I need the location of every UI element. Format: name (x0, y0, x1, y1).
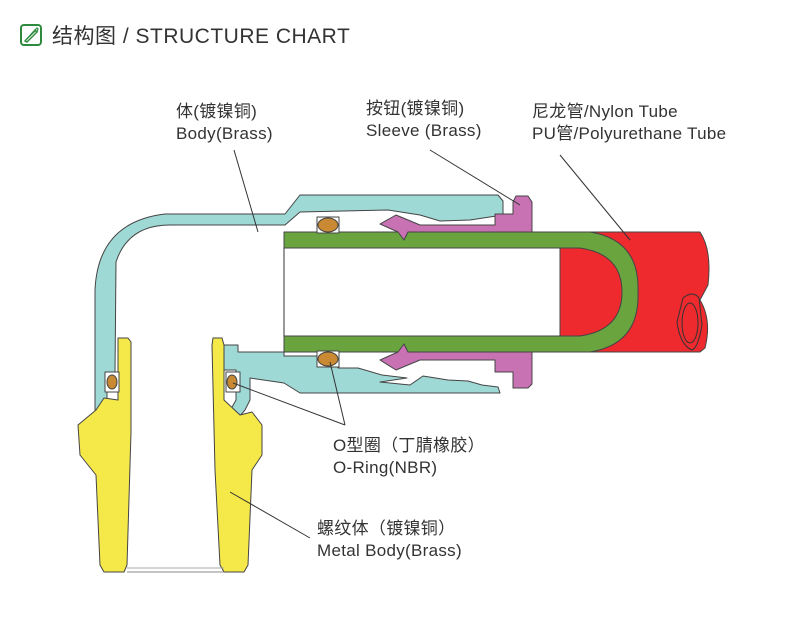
metal-body-left (77, 337, 132, 573)
sleeve-bottom (379, 343, 533, 389)
label-sleeve-zh: 按钮(镀镍铜) (366, 99, 465, 118)
pencil-in-square-icon (20, 24, 42, 46)
label-metal-body-zh: 螺纹体（镀镍铜） (317, 519, 456, 538)
oring-top (317, 217, 339, 233)
label-metal-body: 螺纹体（镀镍铜） Metal Body(Brass) (317, 518, 462, 562)
tube-end-ellipse-inner (681, 302, 699, 344)
label-sleeve: 按钮(镀镍铜) Sleeve (Brass) (366, 98, 482, 142)
leader-oring-a (232, 382, 346, 426)
label-oring: O型圈（丁腈橡胶） O-Ring(NBR) (333, 435, 485, 479)
oring-bottom (317, 351, 339, 367)
sleeve-top (379, 195, 533, 241)
label-body-en: Body(Brass) (176, 124, 273, 143)
oring-right (226, 374, 238, 390)
label-body-zh: 体(镀镍铜) (176, 102, 258, 121)
label-body: 体(镀镍铜) Body(Brass) (176, 101, 273, 145)
label-tube-zh: 尼龙管/Nylon Tube (532, 102, 678, 121)
metal-body-right (211, 337, 263, 573)
page-title: 结构图 / STRUCTURE CHART (52, 25, 351, 48)
label-oring-zh: O型圈（丁腈橡胶） (333, 436, 485, 455)
label-tube-en: PU管/Polyurethane Tube (532, 124, 727, 143)
leader-metal (229, 491, 311, 539)
label-sleeve-en: Sleeve (Brass) (366, 121, 482, 140)
label-metal-body-en: Metal Body(Brass) (317, 541, 462, 560)
body-part (94, 194, 504, 429)
leader-sleeve (429, 149, 521, 206)
oring-left (106, 374, 118, 390)
leader-body (233, 149, 259, 233)
label-tube: 尼龙管/Nylon Tube PU管/Polyurethane Tube (532, 101, 726, 145)
page-header: 结构图 / STRUCTURE CHART (20, 20, 350, 50)
tube-end-ellipse (676, 293, 703, 351)
leader-oring-b (329, 361, 346, 426)
label-oring-en: O-Ring(NBR) (333, 458, 438, 477)
leader-tube (559, 154, 631, 241)
